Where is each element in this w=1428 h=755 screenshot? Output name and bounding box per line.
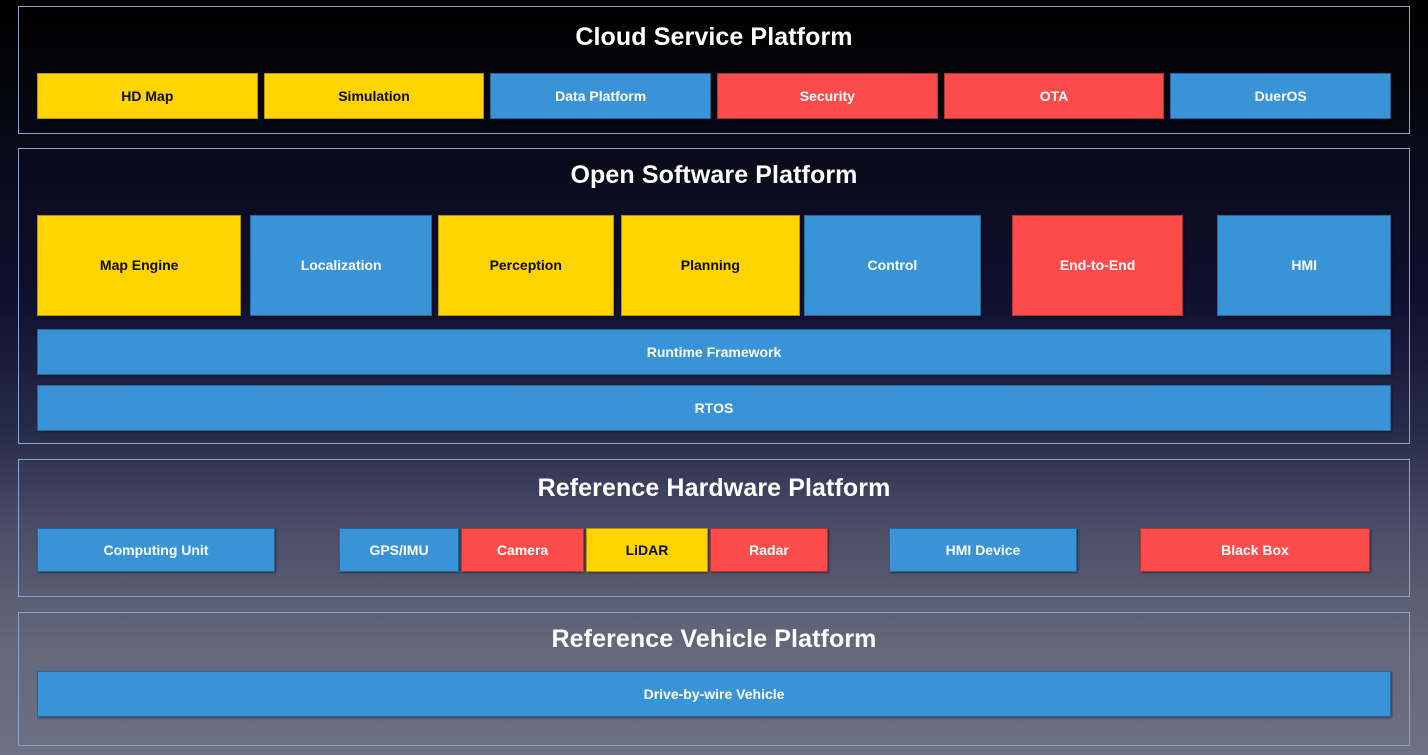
- layer-title-software: Open Software Platform: [570, 161, 858, 189]
- layer-title-hardware: Reference Hardware Platform: [537, 474, 891, 502]
- software-module-hmi[interactable]: HMI: [1217, 215, 1391, 316]
- software-module-control[interactable]: Control: [804, 215, 981, 316]
- layer-reference-hardware-platform: Reference Hardware Platform Computing Un…: [18, 459, 1410, 597]
- software-module-planning[interactable]: Planning: [620, 215, 801, 316]
- cloud-box-hd-map[interactable]: HD Map: [37, 73, 258, 119]
- layer-reference-vehicle-platform: Reference Vehicle Platform Drive-by-wire…: [18, 612, 1410, 746]
- sensor-box-camera[interactable]: Camera: [461, 528, 584, 572]
- runtime-framework-bar[interactable]: Runtime Framework: [37, 329, 1391, 375]
- sensor-box-gps-imu[interactable]: GPS/IMU: [339, 528, 459, 572]
- layer-title-vehicle: Reference Vehicle Platform: [551, 625, 877, 653]
- cloud-box-data-platform[interactable]: Data Platform: [490, 73, 712, 119]
- cloud-box-simulation[interactable]: Simulation: [263, 73, 485, 119]
- software-module-perception[interactable]: Perception: [437, 215, 614, 316]
- software-module-localization[interactable]: Localization: [250, 215, 432, 316]
- cloud-box-dueros[interactable]: DuerOS: [1170, 73, 1392, 119]
- drive-by-wire-vehicle-bar[interactable]: Drive-by-wire Vehicle: [37, 671, 1391, 717]
- hardware-box-computing-unit[interactable]: Computing Unit: [37, 528, 275, 572]
- sensor-box-radar[interactable]: Radar: [710, 528, 828, 572]
- software-module-end-to-end[interactable]: End-to-End: [1011, 215, 1184, 316]
- rtos-bar[interactable]: RTOS: [37, 385, 1391, 431]
- sensor-box-lidar[interactable]: LiDAR: [586, 528, 708, 572]
- hardware-box-black-box[interactable]: Black Box: [1140, 528, 1370, 572]
- cloud-box-security[interactable]: Security: [717, 73, 938, 119]
- hardware-box-hmi-device[interactable]: HMI Device: [889, 528, 1077, 572]
- software-module-map-engine[interactable]: Map Engine: [37, 215, 242, 316]
- cloud-box-ota[interactable]: OTA: [943, 73, 1165, 119]
- layer-title-cloud: Cloud Service Platform: [575, 23, 853, 51]
